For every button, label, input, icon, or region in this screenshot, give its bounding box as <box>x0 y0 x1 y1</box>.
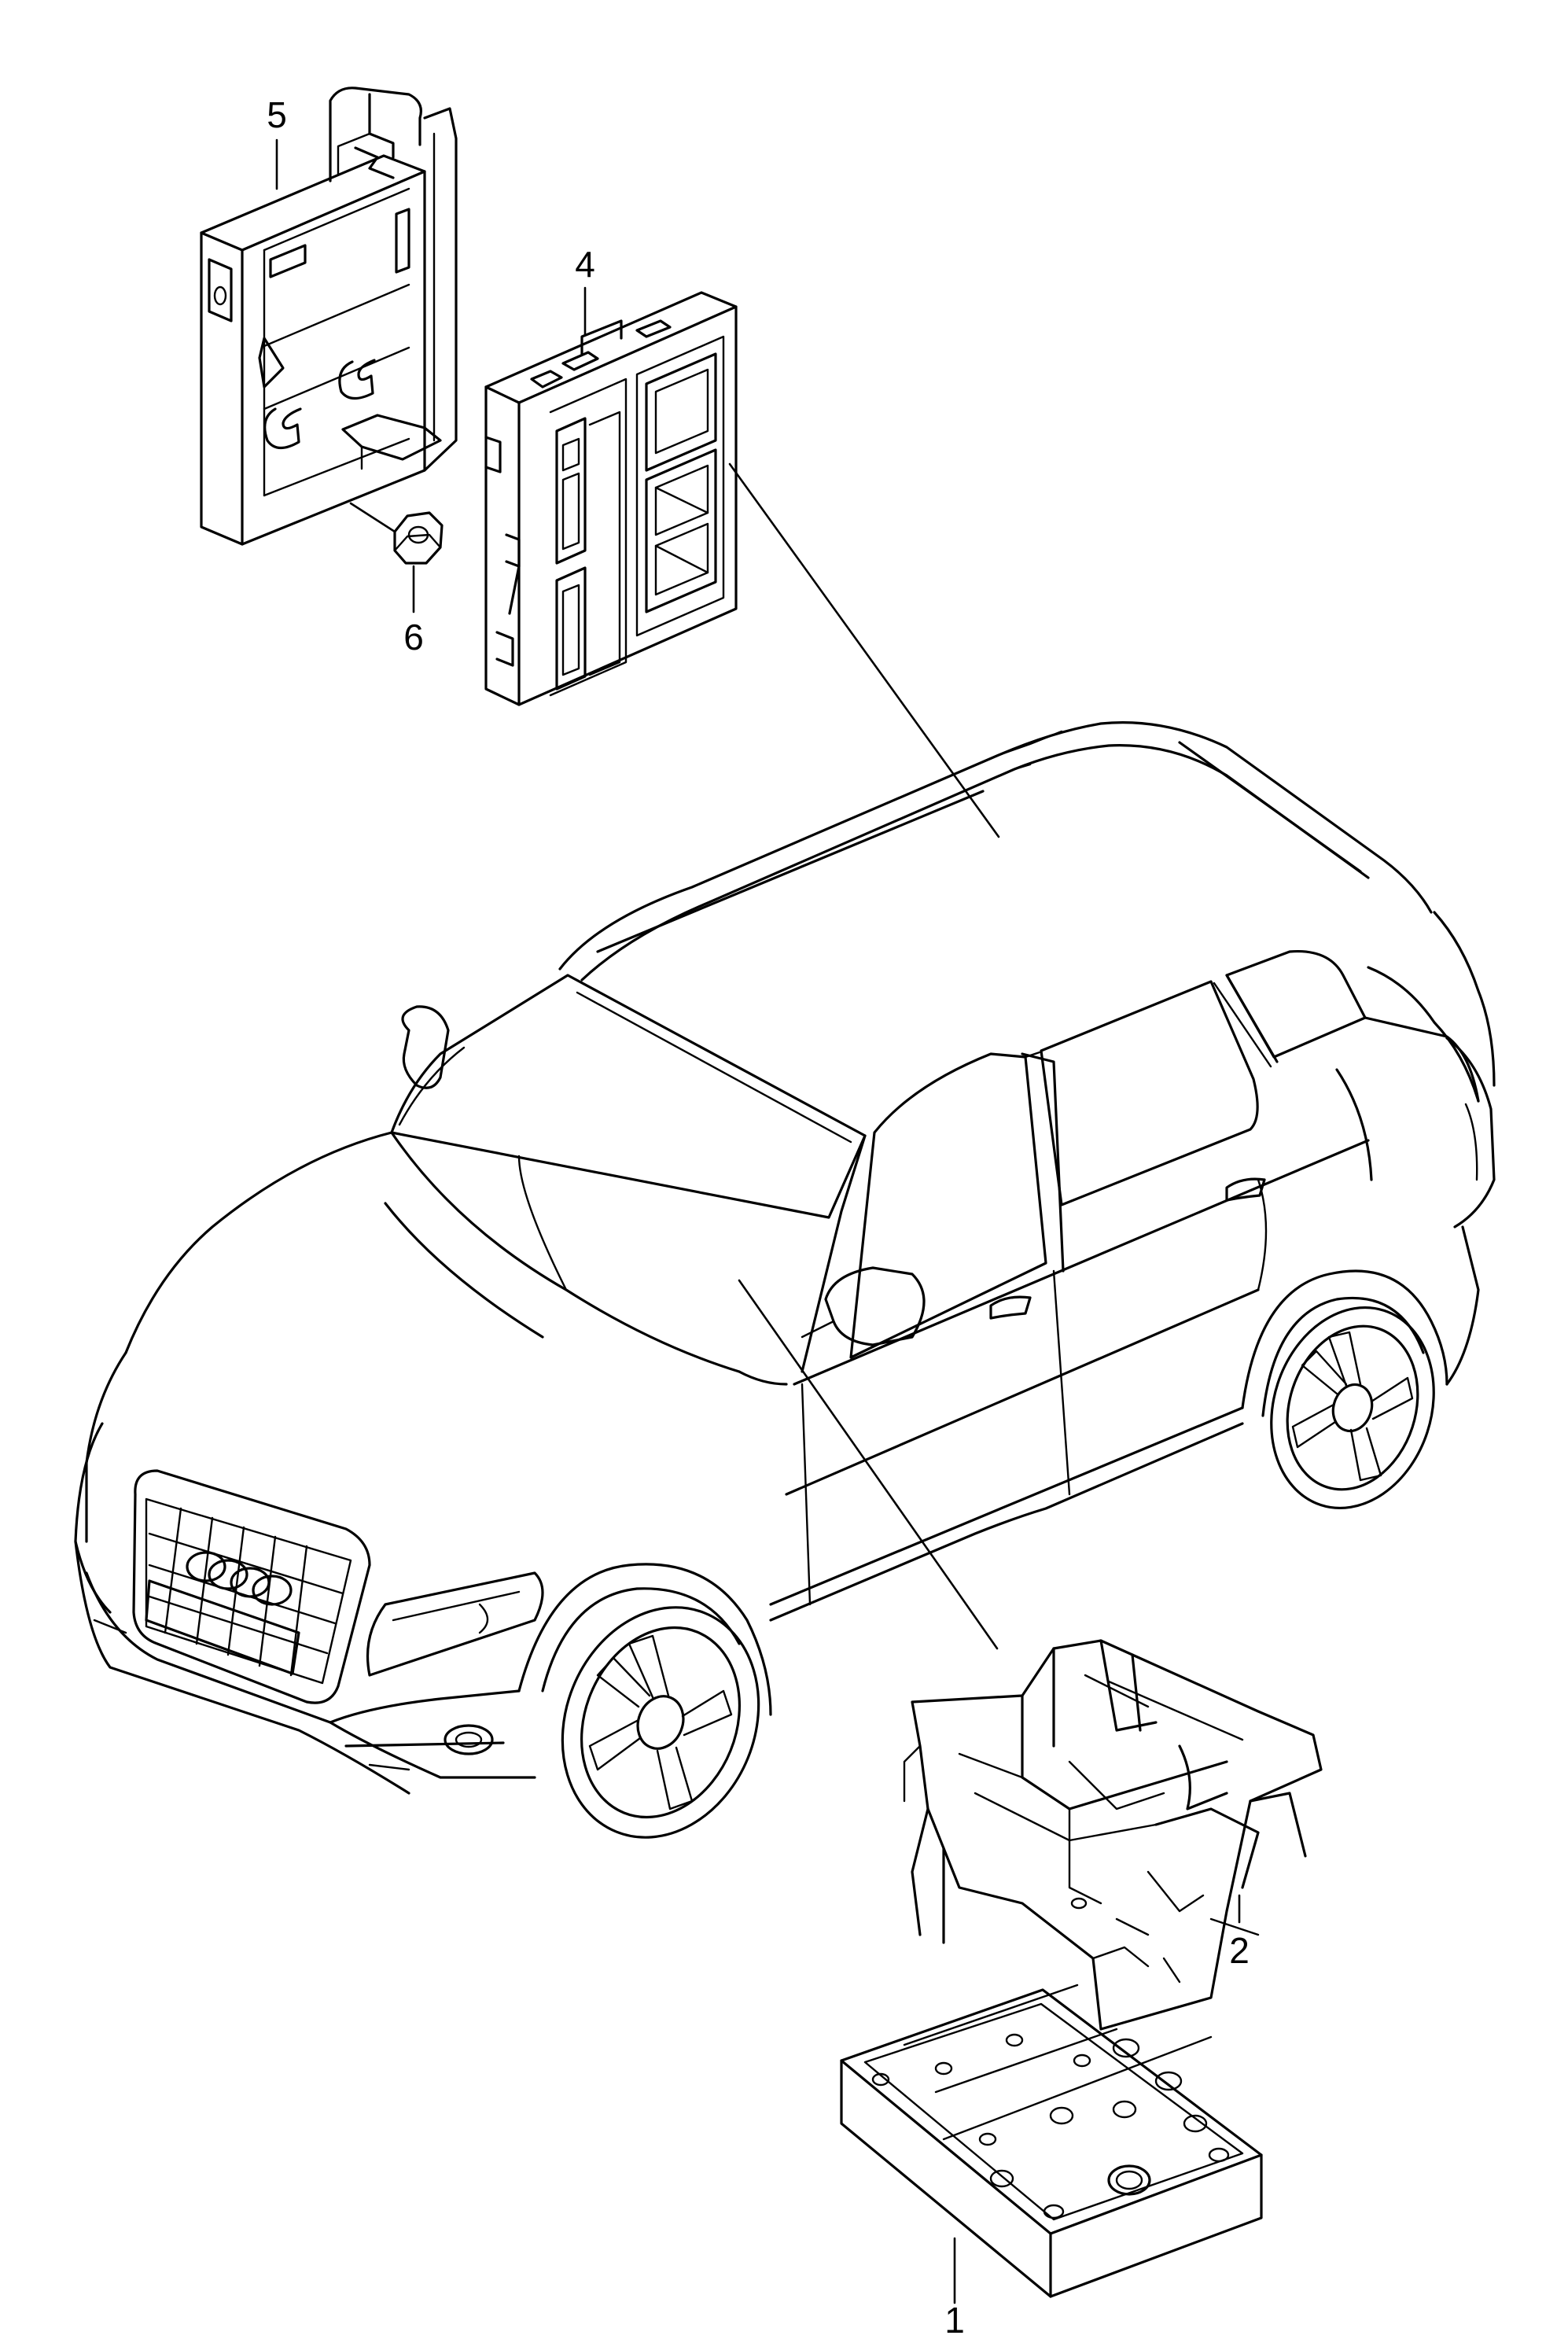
leader-part-4 <box>728 462 1000 838</box>
vehicle-suv <box>74 721 1496 1839</box>
brand-logo-rings <box>186 1551 293 1606</box>
part-1-tray <box>840 1984 1263 2304</box>
callout-2: 2 <box>1229 1930 1250 1971</box>
part-2-mounting-bracket <box>903 1639 1323 2031</box>
part-4-control-module <box>484 291 738 706</box>
callout-6: 6 <box>403 617 424 657</box>
part-5-control-unit <box>200 87 458 546</box>
callout-5: 5 <box>267 94 287 135</box>
part-6-hex-nut <box>349 502 444 613</box>
leader-part-2 <box>738 1279 999 1650</box>
callout-4: 4 <box>575 244 595 285</box>
callout-1: 1 <box>944 2300 965 2339</box>
